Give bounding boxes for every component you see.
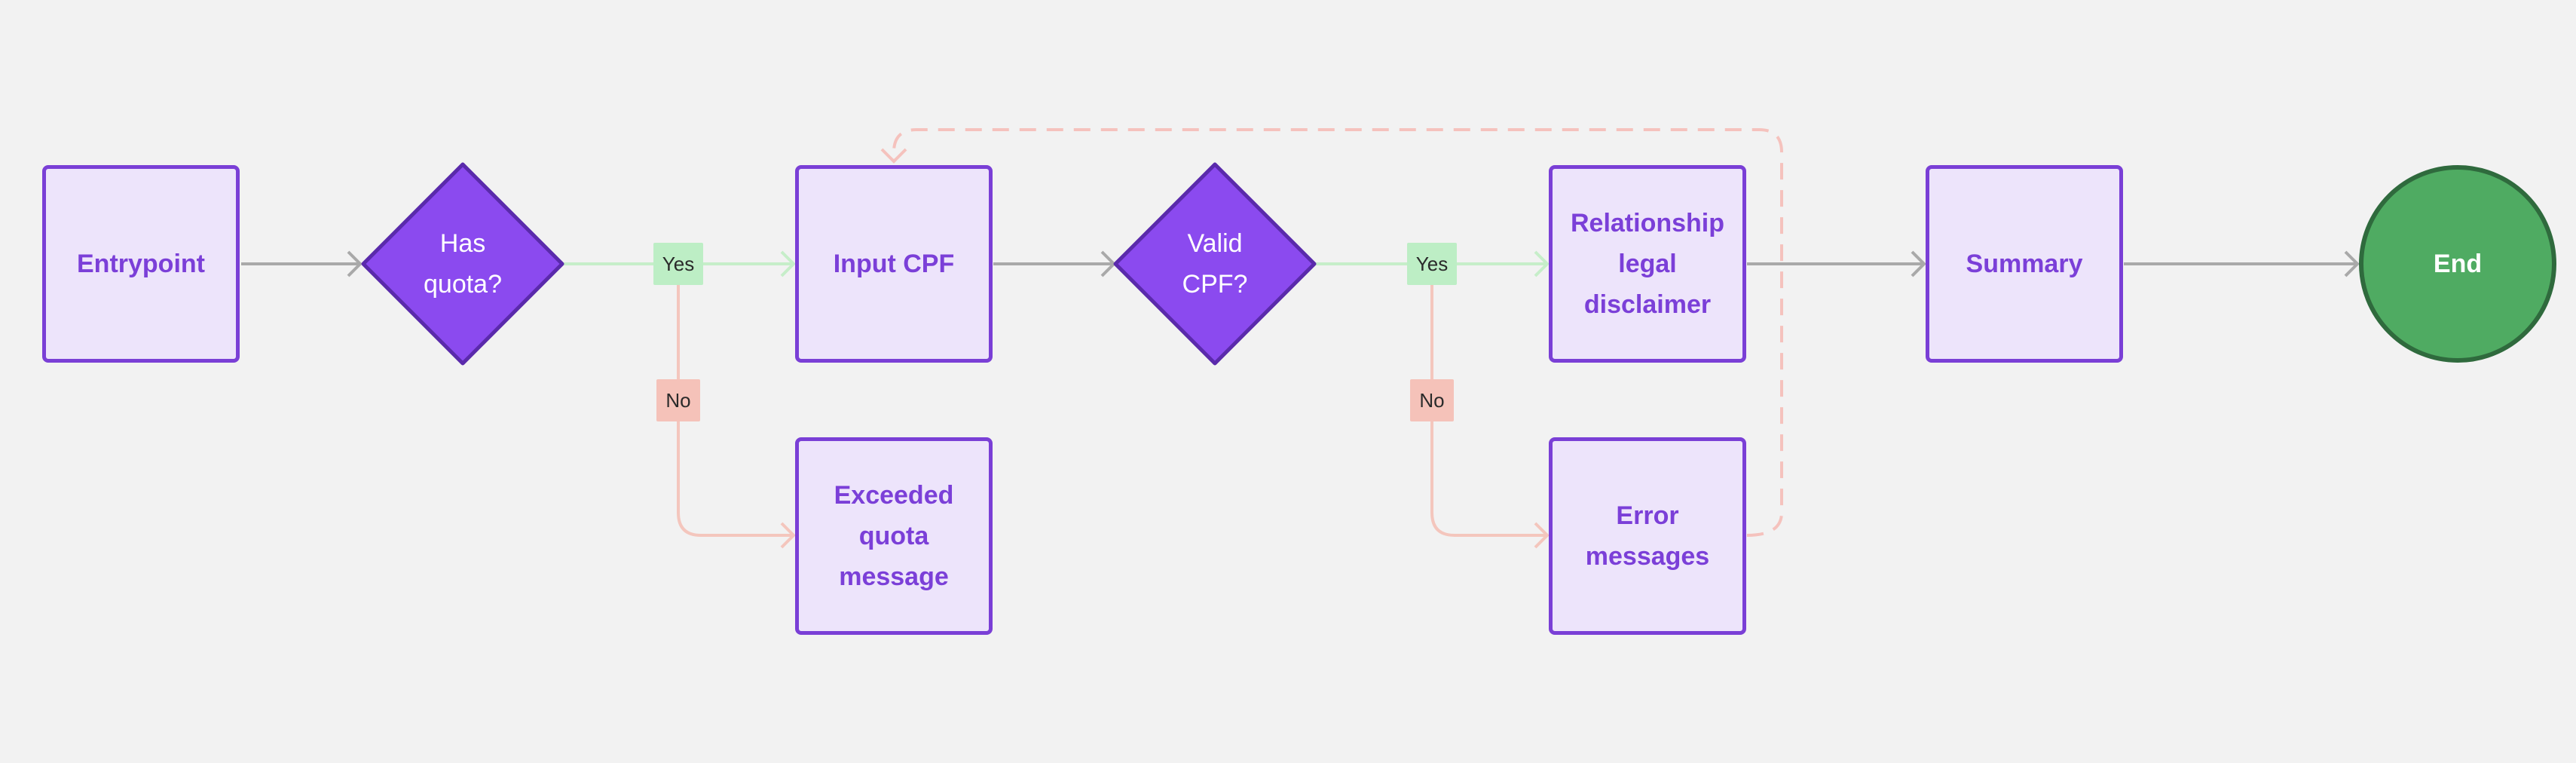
edge-label-cpf-no: No bbox=[1410, 379, 1454, 421]
arrowhead-loop-input-cpf bbox=[880, 148, 907, 164]
node-summary[interactable]: Summary bbox=[1926, 165, 2123, 363]
node-exceeded-quota-label: Exceeded quota message bbox=[834, 481, 954, 591]
decision-has-quota-shape[interactable] bbox=[361, 162, 564, 366]
node-entrypoint-label: Entrypoint bbox=[77, 250, 205, 278]
node-end-label: End bbox=[2433, 249, 2483, 278]
arrowhead-exceeded-quota bbox=[780, 522, 796, 549]
arrowhead-summary bbox=[1911, 250, 1926, 277]
arrowhead-disclaimer bbox=[1534, 250, 1550, 277]
node-input-cpf[interactable]: Input CPF bbox=[795, 165, 993, 363]
decision-has-quota-label: Has quota? bbox=[424, 229, 502, 299]
edge-error-loop-back bbox=[892, 128, 1783, 537]
edge-label-quota-no: No bbox=[656, 379, 700, 421]
arrowhead-error-messages bbox=[1534, 522, 1550, 549]
node-exceeded-quota-message[interactable]: Exceeded quota message bbox=[795, 437, 993, 635]
edge-label-cpf-yes: Yes bbox=[1407, 243, 1457, 285]
edge-cpf-no bbox=[1430, 264, 1547, 537]
arrowhead-end bbox=[2344, 250, 2360, 277]
node-error-messages-label: Error messages bbox=[1585, 501, 1710, 571]
edge-label-quota-yes: Yes bbox=[653, 243, 703, 285]
decision-valid-cpf-label: Valid CPF? bbox=[1182, 229, 1248, 299]
decision-valid-cpf-shape[interactable] bbox=[1113, 162, 1317, 366]
arrowhead-input-cpf bbox=[780, 250, 796, 277]
node-entrypoint[interactable]: Entrypoint bbox=[42, 165, 240, 363]
node-end[interactable]: End bbox=[2359, 165, 2556, 363]
edge-quota-no bbox=[677, 264, 794, 537]
arrowhead-has-quota bbox=[347, 250, 363, 277]
node-relationship-legal-disclaimer[interactable]: Relationship legal disclaimer bbox=[1549, 165, 1746, 363]
node-summary-label: Summary bbox=[1966, 250, 2083, 278]
node-disclaimer-label: Relationship legal disclaimer bbox=[1570, 209, 1725, 319]
node-error-messages[interactable]: Error messages bbox=[1549, 437, 1746, 635]
node-input-cpf-label: Input CPF bbox=[833, 250, 955, 278]
